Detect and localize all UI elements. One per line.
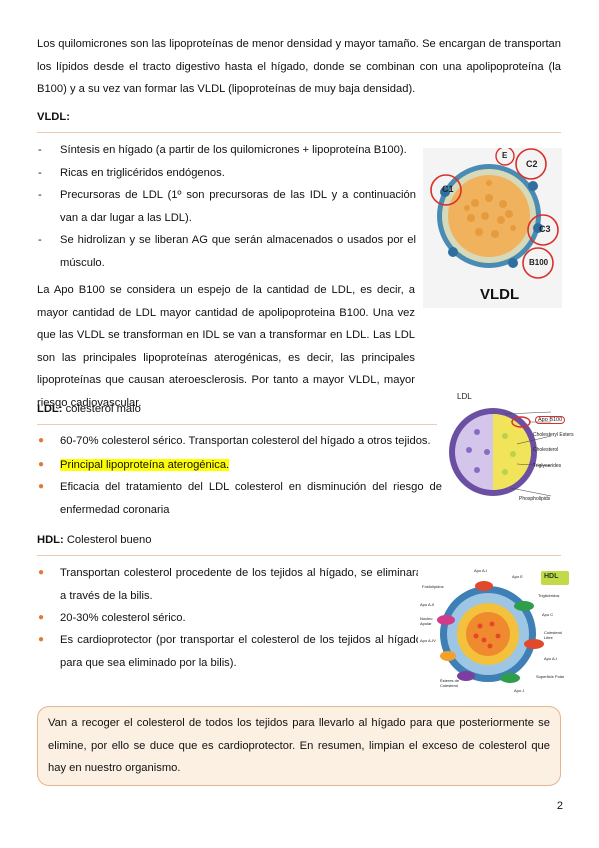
vldl-item: - Precursoras de LDL (1º son precursoras… (38, 184, 416, 229)
bullet-icon: ● (38, 481, 45, 492)
hdl-heading: HDL: Colesterol bueno (37, 530, 151, 550)
hdl-label: Apo A-I (544, 656, 558, 661)
vldl-label-e: E (502, 151, 508, 160)
hdl-heading-text: Colesterol bueno (63, 534, 152, 546)
vldl-paragraph: La Apo B100 se considera un espejo de la… (37, 279, 561, 414)
vldl-label-b100: B100 (529, 258, 549, 267)
bullet-icon: ● (38, 612, 45, 623)
ldl-figure-title: LDL (457, 392, 472, 401)
ldl-label-cholesterol: Cholesterol (533, 447, 559, 453)
hdl-label: Superficie Polar (536, 674, 565, 679)
highlighted-text: Principal lipoproteína aterogénica. (60, 459, 230, 471)
vldl-paragraph-text: La Apo B100 se considera un espejo de la… (37, 284, 415, 409)
vldl-heading: VLDL: (37, 111, 70, 123)
hdl-label: Triglicéridos (538, 593, 560, 598)
hdl-item: ● Es cardioprotector (por transportar el… (38, 629, 422, 674)
vldl-label-c1: C1 (442, 184, 454, 194)
ldl-heading-text: colesterol malo (62, 403, 141, 415)
page-number: 2 (556, 800, 563, 812)
hdl-label: Colesterol Libre (544, 630, 563, 640)
hdl-label: Apo A-IV (420, 638, 436, 643)
vldl-figure-title: VLDL (480, 286, 520, 303)
hdl-item: ● 20-30% colesterol sérico. (38, 607, 422, 630)
ldl-item: ● Eficacia del tratamiento del LDL coles… (38, 476, 442, 521)
ldl-heading-label: LDL: (37, 403, 63, 415)
vldl-item: - Se hidrolizan y se liberan AG que será… (38, 229, 416, 274)
hdl-item: ● Transportan colesterol procedente de l… (38, 562, 422, 607)
hdl-label: Fosfolípidos (422, 584, 444, 589)
ldl-label-cholesteryl: Cholesteryl Esters (533, 432, 574, 438)
bullet-icon: ● (38, 567, 45, 578)
bullet-icon: ● (38, 634, 45, 645)
ldl-item: ● 60-70% colesterol sérico. Transportan … (38, 430, 438, 453)
dash-bullet: - (38, 144, 42, 156)
hdl-figure: HDL Apo A-I Apo E Fosfolípidos Triglicér… (418, 566, 578, 698)
hdl-label: Ésteres de Colesterol (440, 678, 460, 688)
hdl-divider (37, 555, 561, 556)
hdl-label: Núcleo Apolar (420, 616, 433, 626)
dash-bullet: - (38, 167, 42, 179)
hdl-heading-label: HDL: (37, 534, 64, 546)
hdl-label: Apo C (542, 612, 554, 617)
vldl-label-c2: C2 (526, 159, 538, 169)
intro-paragraph: Los quilomicrones son las lipoproteínas … (37, 38, 561, 95)
ldl-heading: LDL: colesterol malo (37, 399, 141, 419)
hdl-label: Apo A-II (420, 602, 435, 607)
ldl-label-apob100: Apo B100 (535, 416, 566, 424)
hdl-badge: HDL (544, 573, 559, 580)
ldl-label-triglycerides: Triglycerides (533, 463, 562, 469)
ldl-item: ● Principal lipoproteína aterogénica. (38, 454, 438, 477)
vldl-item: - Síntesis en hígado (a partir de los qu… (38, 139, 416, 162)
bullet-icon: ● (38, 435, 45, 446)
bullet-icon: ● (38, 459, 45, 470)
vldl-label-c3: C3 (539, 224, 551, 234)
summary-callout: Van a recoger el colesterol de todos los… (37, 706, 561, 786)
hdl-label: Apo A-I (474, 568, 488, 573)
vldl-divider (37, 132, 561, 133)
hdl-label: Apo E (512, 574, 523, 579)
ldl-divider (37, 424, 437, 425)
vldl-figure: C1 C2 C3 E B100 VLDL (423, 146, 562, 308)
ldl-figure: LDL Apo B100 Cholesteryl Esters Choleste… (447, 392, 575, 512)
dash-bullet: - (38, 234, 42, 246)
hdl-label: Apo J (514, 688, 525, 693)
ldl-label-phospholipids: Phospholipids (519, 496, 551, 502)
vldl-item: - Ricas en triglicéridos endógenos. (38, 162, 416, 185)
dash-bullet: - (38, 189, 42, 201)
